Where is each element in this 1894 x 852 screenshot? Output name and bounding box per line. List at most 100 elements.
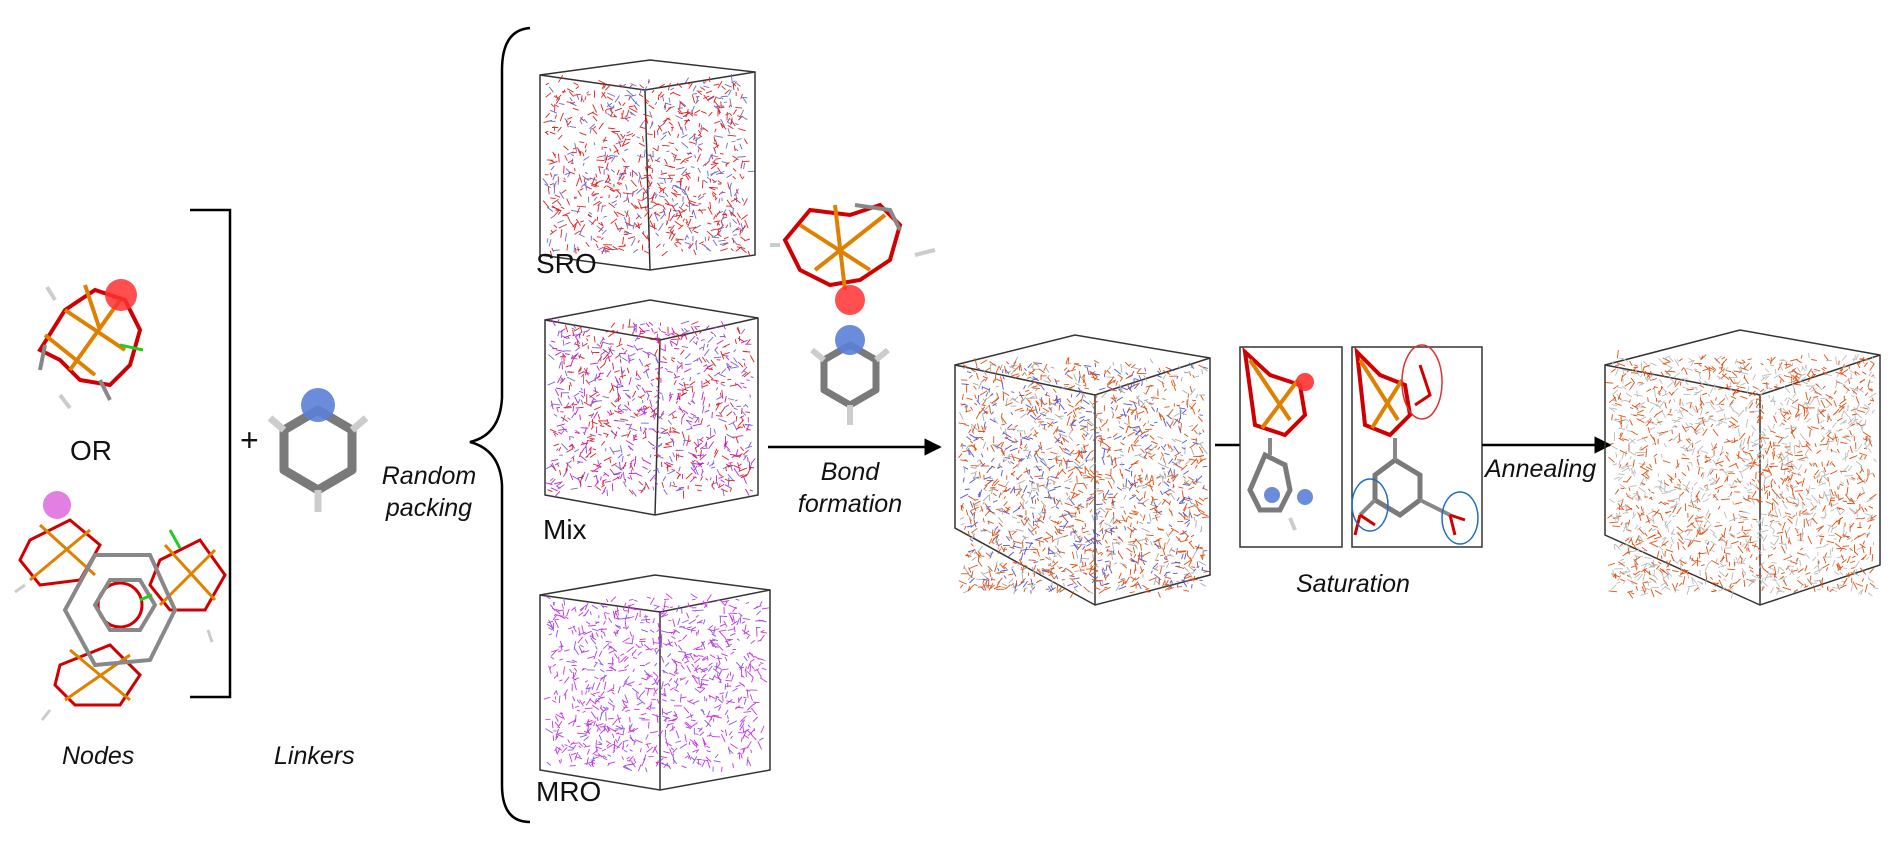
network-bond <box>701 708 705 716</box>
network-bond <box>1167 587 1175 590</box>
network-bond <box>726 449 731 453</box>
network-bond <box>1115 584 1120 592</box>
network-bond <box>1784 512 1792 515</box>
network-bond <box>1060 513 1064 518</box>
network-bond <box>720 668 729 671</box>
network-bond <box>676 166 685 170</box>
network-bond <box>600 104 604 112</box>
network-bond <box>616 169 620 176</box>
network-bond <box>621 369 625 375</box>
network-bond <box>1848 572 1854 577</box>
network-bond <box>553 185 556 194</box>
network-bond <box>1127 431 1135 437</box>
network-bond <box>640 690 646 696</box>
network-bond <box>982 528 987 532</box>
network-bond <box>737 115 743 121</box>
network-bond <box>1156 537 1162 541</box>
network-bond <box>1034 536 1042 541</box>
network-bond <box>670 699 675 702</box>
network-bond <box>1124 468 1131 472</box>
network-bond <box>1056 439 1060 442</box>
network-bond <box>580 650 590 654</box>
network-bond <box>747 456 749 463</box>
network-bond <box>597 201 602 207</box>
network-bond <box>732 615 735 623</box>
network-bond <box>703 85 710 89</box>
network-bond <box>1104 477 1113 480</box>
network-bond <box>565 120 569 128</box>
network-bond <box>1061 434 1068 438</box>
network-bond <box>1105 508 1112 510</box>
network-bond <box>642 459 652 465</box>
network-bond <box>744 403 749 408</box>
network-bond <box>723 333 726 338</box>
network-bond <box>629 737 637 743</box>
network-bond <box>1083 484 1089 487</box>
network-bond <box>684 235 688 241</box>
network-bond <box>727 127 731 134</box>
network-bond <box>721 389 724 399</box>
network-bond <box>1116 396 1124 401</box>
network-bond <box>981 404 986 406</box>
network-bond <box>1030 409 1037 417</box>
network-bond <box>624 478 627 483</box>
network-bond <box>691 453 698 458</box>
network-bond <box>756 610 762 616</box>
network-bond <box>594 386 597 392</box>
network-bond <box>1113 542 1122 544</box>
network-bond <box>634 472 643 477</box>
network-bond <box>571 402 575 406</box>
network-bond <box>1122 485 1131 490</box>
network-bond <box>1142 551 1151 557</box>
network-bond <box>1149 435 1155 440</box>
network-bond <box>673 688 679 692</box>
network-bond <box>614 473 620 476</box>
network-bond <box>708 662 713 666</box>
network-bond <box>718 483 721 487</box>
network-bond <box>1046 466 1050 469</box>
network-bond <box>1626 574 1630 578</box>
mro-box <box>539 574 771 791</box>
network-bond <box>677 639 682 642</box>
network-bond <box>704 696 706 701</box>
network-bond <box>1040 400 1043 408</box>
network-bond <box>1142 584 1148 589</box>
network-bond <box>1849 455 1858 460</box>
network-bond <box>596 155 606 158</box>
network-bond <box>576 732 586 735</box>
network-bond <box>552 173 556 181</box>
network-bond <box>1113 435 1122 440</box>
network-bond <box>1636 408 1640 412</box>
network-bond <box>1190 534 1195 538</box>
network-bond <box>1153 568 1159 571</box>
network-bond <box>684 660 690 664</box>
network-bond <box>721 368 727 374</box>
network-bond <box>716 673 719 678</box>
amorphous-network <box>958 356 1211 599</box>
network-bond <box>1869 399 1873 402</box>
network-bond <box>702 343 705 351</box>
network-bond <box>1009 447 1018 452</box>
network-bond <box>714 666 722 670</box>
network-bond <box>678 383 684 387</box>
network-bond <box>688 81 694 89</box>
network-bond <box>645 322 650 328</box>
network-bond <box>669 748 673 756</box>
network-bond <box>622 471 625 481</box>
network-bond <box>724 484 732 489</box>
network-bond <box>624 765 633 772</box>
network-bond <box>1041 568 1045 575</box>
network-bond <box>1791 485 1799 489</box>
network-bond <box>1079 415 1085 419</box>
network-bond <box>1084 522 1087 527</box>
network-bond <box>1795 517 1798 527</box>
network-bond <box>974 402 978 406</box>
network-bond <box>976 400 981 405</box>
network-bond <box>1616 581 1621 584</box>
network-bond <box>649 338 658 341</box>
network-bond <box>1165 571 1171 574</box>
network-bond <box>973 385 977 390</box>
network-bond <box>1023 384 1026 390</box>
network-bond <box>1013 540 1022 544</box>
network-bond <box>975 551 981 559</box>
